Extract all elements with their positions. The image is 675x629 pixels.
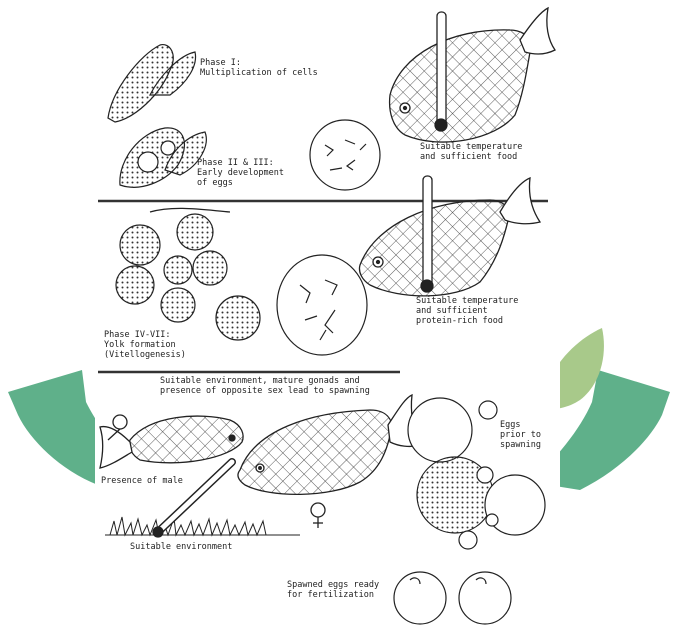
label-eggs-prior: Eggs prior to spawning: [500, 420, 541, 450]
thermometer-top-icon: [437, 12, 446, 127]
thermometer-middle-icon: [423, 176, 432, 288]
label-phase1: Phase I: Multiplication of cells: [200, 58, 318, 78]
label-temp-food: Suitable temperature and sufficient food: [420, 142, 522, 162]
label-spawned-eggs: Spawned eggs ready for fertilization: [287, 580, 379, 600]
label-temp-protein: Suitable temperature and sufficient prot…: [416, 296, 518, 326]
label-presence-male: Presence of male: [101, 476, 183, 486]
label-spawn-condition: Suitable environment, mature gonads and …: [160, 376, 370, 396]
food-bubble-middle: [277, 255, 367, 355]
label-phase23: Phase II & III: Early development of egg…: [197, 158, 284, 188]
label-suitable-env: Suitable environment: [130, 542, 232, 552]
food-bubble-top: [310, 120, 380, 190]
label-phase47: Phase IV-VII: Yolk formation (Vitellogen…: [104, 330, 186, 360]
